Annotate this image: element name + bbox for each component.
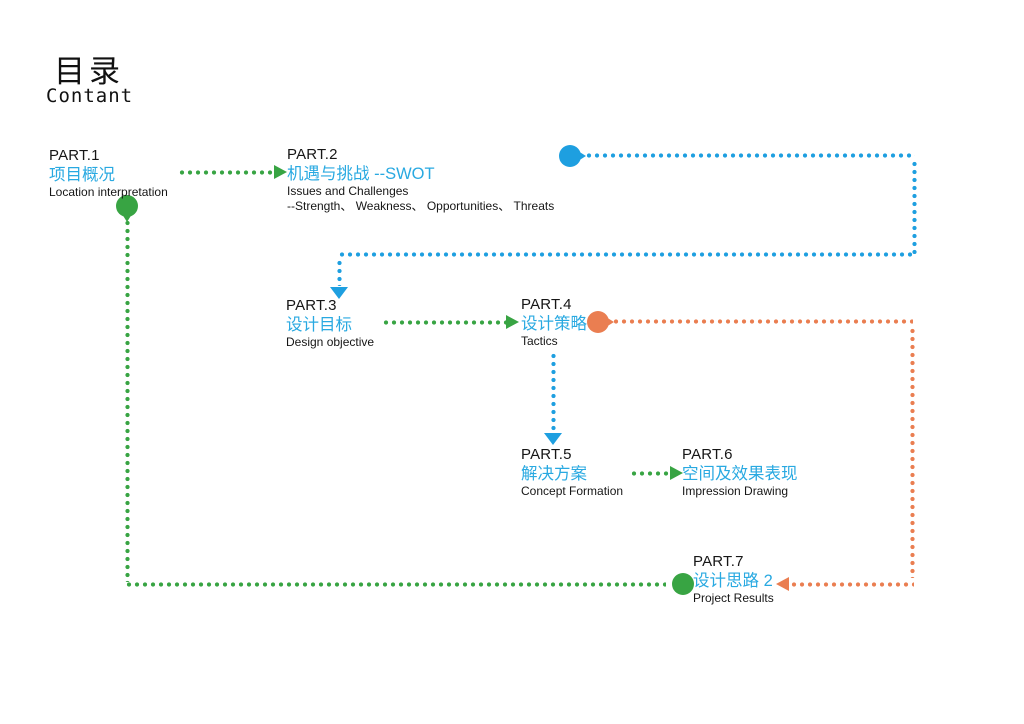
part-2-subtitle-en: Issues and Challenges <box>287 184 409 198</box>
flow-line-blue-right-vertical <box>912 160 917 254</box>
part-1-block: PART.1 项目概况 Location interpretation <box>49 147 168 200</box>
part-6-number: PART.6 <box>682 446 733 463</box>
part-7-block: PART.7 设计思路 2 Project Results <box>693 553 774 606</box>
part-4-block: PART.4 设计策略 Tactics <box>521 296 587 349</box>
flow-line-blue-middle-horizontal <box>338 252 915 257</box>
part-3-block: PART.3 设计目标 Design objective <box>286 297 374 350</box>
flow-line-green-part3-to-part4 <box>382 320 506 325</box>
flow-line-blue-top-horizontal <box>585 153 915 158</box>
part-1-number: PART.1 <box>49 147 100 164</box>
flow-line-orange-bottom-horizontal <box>790 582 914 587</box>
arrow-down-icon <box>330 287 348 299</box>
flow-line-blue-drop-to-part3 <box>337 259 342 286</box>
part-2-subtitle2-en: --Strength、 Weakness、 Opportunities、 Thr… <box>287 198 555 213</box>
flow-start-dot-blue-part2 <box>559 145 586 167</box>
part-4-number: PART.4 <box>521 296 572 313</box>
flow-start-dot-green-part1 <box>116 195 138 222</box>
part-3-title-zh: 设计目标 <box>286 316 352 334</box>
flow-line-green-bottom-horizontal <box>125 582 666 587</box>
flow-line-blue-part4-to-part5 <box>551 352 556 432</box>
part-2-title-zh: 机遇与挑战 --SWOT <box>287 165 435 183</box>
part-3-subtitle-en: Design objective <box>286 335 375 349</box>
part-1-subtitle-en: Location interpretation <box>49 185 168 199</box>
part-7-subtitle-en: Project Results <box>693 591 774 605</box>
part-7-number: PART.7 <box>693 553 744 570</box>
flow-start-dot-orange-part4 <box>587 311 614 333</box>
part-7-title-zh: 设计思路 2 <box>693 572 773 590</box>
flow-line-orange-right-vertical <box>910 327 915 578</box>
part-3-number: PART.3 <box>286 297 337 314</box>
flow-line-green-part5-to-part6 <box>630 471 671 476</box>
page-title-english: Contant <box>46 85 134 107</box>
part-5-title-zh: 解决方案 <box>521 465 587 483</box>
part-2-block: PART.2 机遇与挑战 --SWOT Issues and Challenge… <box>287 146 554 213</box>
part-2-number: PART.2 <box>287 146 338 163</box>
part-6-subtitle-en: Impression Drawing <box>682 484 789 498</box>
part-6-title-zh: 空间及效果表现 <box>682 465 798 483</box>
part-4-subtitle-en: Tactics <box>521 334 558 348</box>
flow-line-green-left-vertical <box>125 219 130 582</box>
flow-line-green-part1-to-part2 <box>178 170 274 175</box>
arrow-left-icon <box>776 577 789 591</box>
part-5-number: PART.5 <box>521 446 572 463</box>
part-4-title-zh: 设计策略 <box>521 315 587 333</box>
part-1-title-zh: 项目概况 <box>49 166 115 184</box>
part-5-block: PART.5 解决方案 Concept Formation <box>521 446 623 499</box>
arrow-right-icon <box>506 315 519 329</box>
page-title-chinese: 目录 <box>54 54 124 89</box>
flow-end-dot-green-part7 <box>672 573 694 595</box>
arrow-right-icon <box>670 466 683 480</box>
part-6-block: PART.6 空间及效果表现 Impression Drawing <box>682 446 798 499</box>
arrow-right-icon <box>274 165 287 179</box>
flow-line-orange-top-horizontal <box>612 319 913 324</box>
arrow-down-icon <box>544 433 562 445</box>
part-5-subtitle-en: Concept Formation <box>521 484 624 498</box>
